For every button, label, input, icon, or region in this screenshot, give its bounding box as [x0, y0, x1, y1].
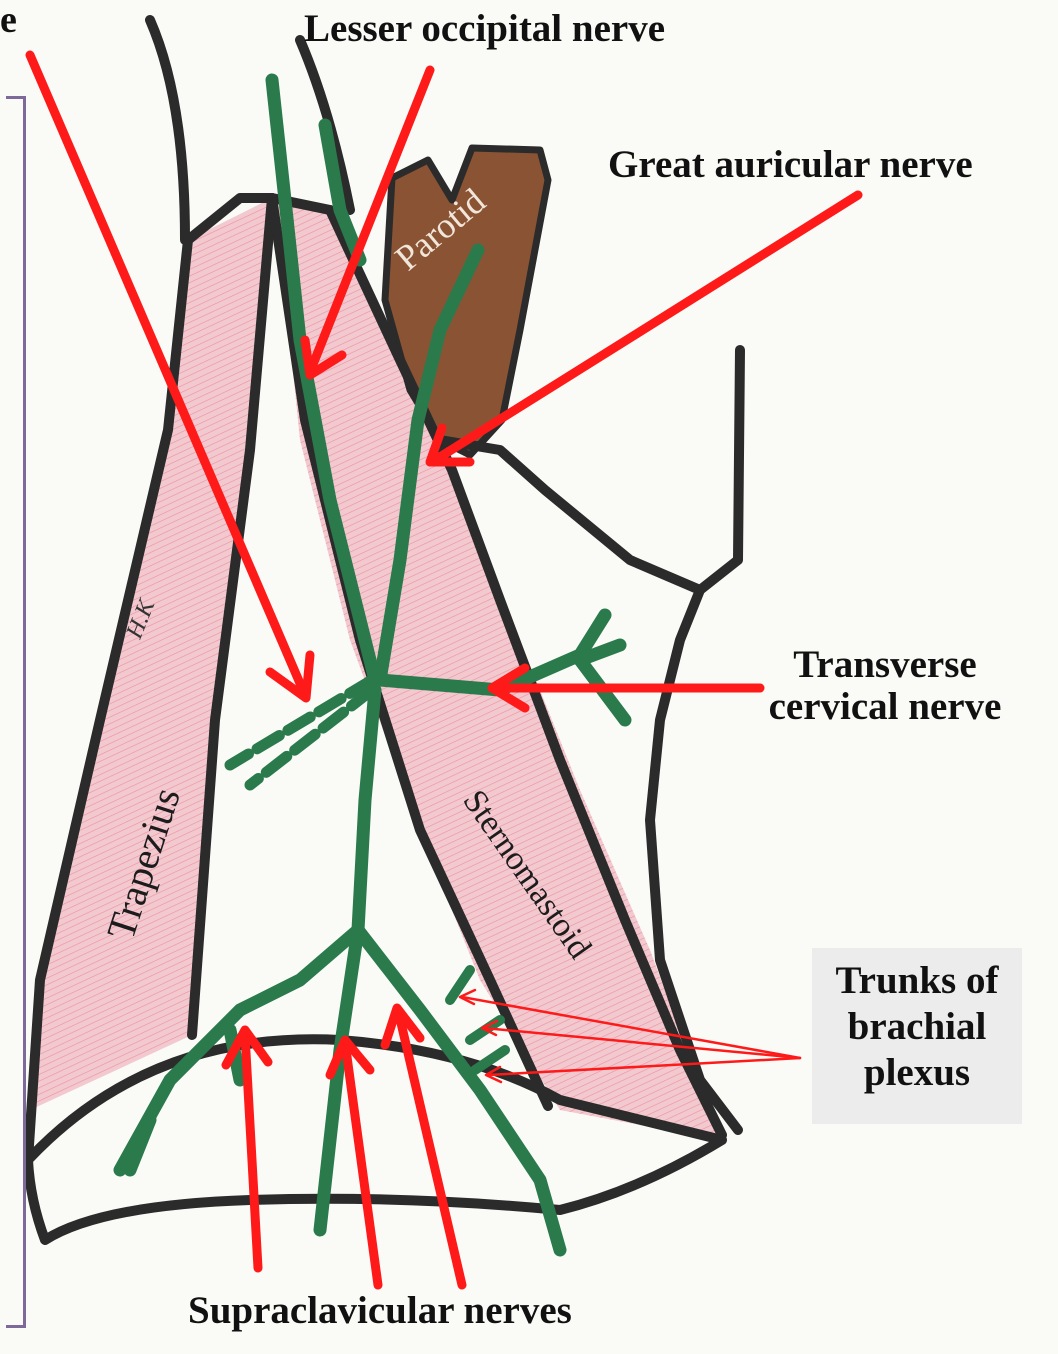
label-trunks-line2: brachial: [812, 1006, 1022, 1048]
label-trunks-of-brachial-plexus-box: Trunks of brachial plexus: [812, 948, 1022, 1124]
label-great-auricular-nerve: Great auricular nerve: [608, 144, 973, 186]
label-top-left-fragment: e: [0, 0, 17, 41]
label-lesser-occipital-nerve: Lesser occipital nerve: [304, 8, 665, 50]
label-supraclavicular-nerves: Supraclavicular nerves: [188, 1290, 572, 1332]
label-transverse-line2: cervical nerve: [740, 686, 1030, 728]
slide-frame-border: [6, 96, 26, 1328]
label-transverse-cervical-nerve: Transverse cervical nerve: [740, 644, 1030, 728]
label-trunks-line3: plexus: [812, 1052, 1022, 1094]
label-trunks-line1: Trunks of: [812, 960, 1022, 1002]
supraclavicular-trunk: [358, 690, 375, 930]
label-transverse-line1: Transverse: [740, 644, 1030, 686]
